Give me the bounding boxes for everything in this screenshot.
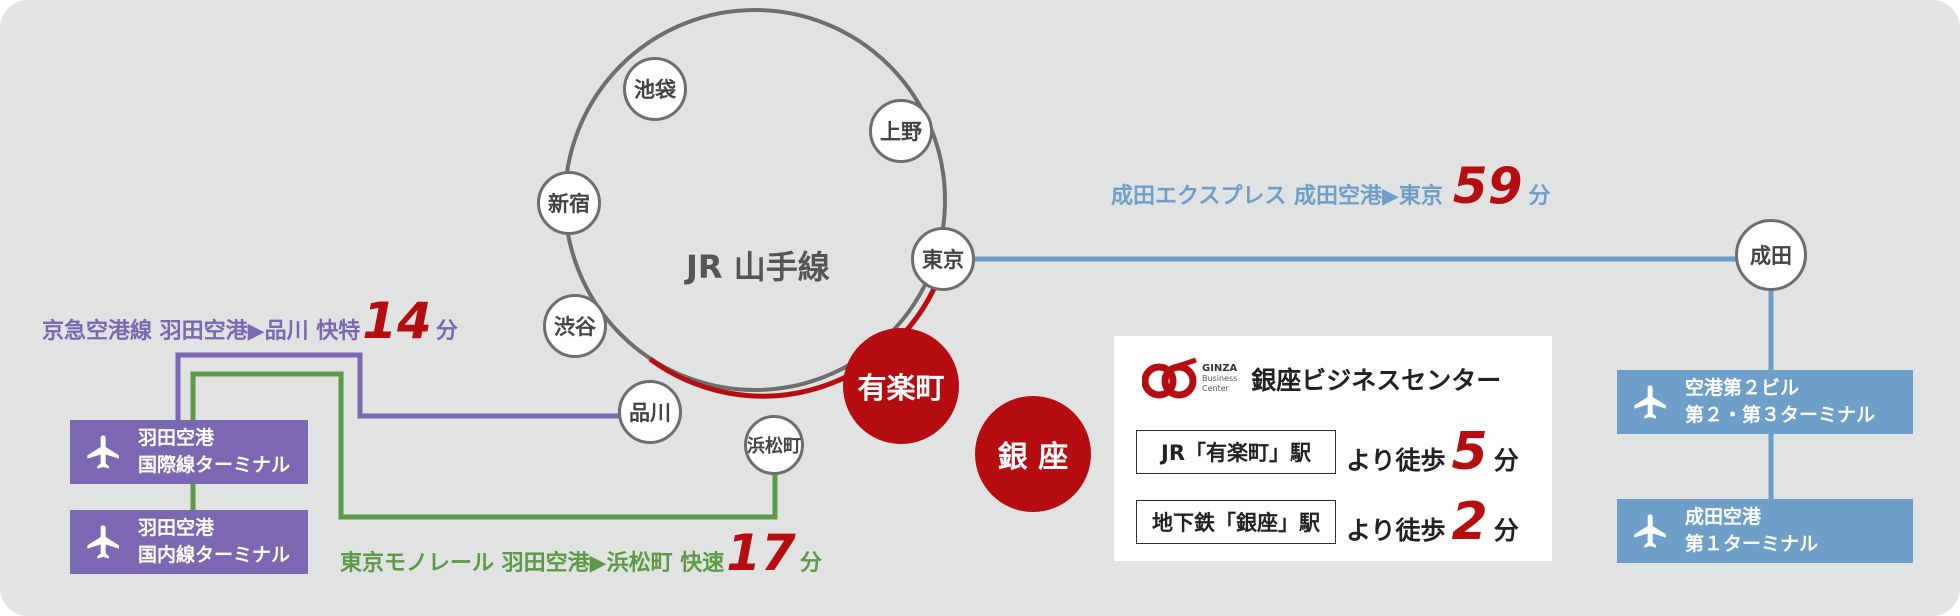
company-name: 銀座ビジネスセンター bbox=[1251, 366, 1502, 395]
ginza-marker: 銀 座 bbox=[975, 396, 1091, 512]
terminal-subname: 国内線ターミナル bbox=[138, 544, 291, 566]
station-shinagawa: 品川 bbox=[618, 380, 682, 444]
company-header: GINZA Business Center 銀座ビジネスセンター bbox=[1141, 356, 1502, 402]
walk-minutes: 2 bbox=[1451, 492, 1488, 552]
station-shibuya: 渋谷 bbox=[543, 294, 607, 358]
walk-minutes: 5 bbox=[1451, 422, 1488, 482]
logo-word: GINZA bbox=[1202, 363, 1238, 374]
monorail-route-text: 東京モノレール 羽田空港▶浜松町 快速 bbox=[340, 551, 725, 576]
monorail-route-label: 東京モノレール 羽田空港▶浜松町 快速 17 分 bbox=[340, 524, 822, 582]
monorail-minutes-unit: 分 bbox=[799, 551, 822, 576]
airplane-icon bbox=[1617, 382, 1685, 422]
access-row-yurakucho: JR「有楽町」駅 より徒歩 5 分 bbox=[1136, 422, 1519, 482]
walk-time: より徒歩 5 分 bbox=[1346, 422, 1519, 482]
terminal-name: 羽田空港 bbox=[138, 427, 215, 449]
nex-route-text: 成田エクスプレス 成田空港▶東京 bbox=[1111, 184, 1443, 209]
station-ueno: 上野 bbox=[869, 99, 933, 163]
monorail-minutes: 17 bbox=[726, 524, 796, 582]
terminal-subname: 第２・第３ターミナル bbox=[1685, 404, 1876, 426]
info-card: GINZA Business Center 銀座ビジネスセンター JR「有楽町」… bbox=[1114, 336, 1552, 561]
terminal-narita-1: 成田空港 第１ターミナル bbox=[1617, 499, 1913, 563]
station-tokyo: 東京 bbox=[911, 227, 975, 291]
terminal-haneda-international: 羽田空港 国際線ターミナル bbox=[70, 420, 308, 484]
station-narita: 成田 bbox=[1735, 219, 1807, 291]
station-box: 地下鉄「銀座」駅 bbox=[1136, 500, 1336, 544]
walk-unit: 分 bbox=[1493, 446, 1519, 475]
logo-sub1: Business bbox=[1202, 374, 1238, 383]
logo-sub2: Center bbox=[1202, 384, 1229, 393]
airplane-icon bbox=[70, 432, 138, 472]
terminal-haneda-domestic: 羽田空港 国内線ターミナル bbox=[70, 510, 308, 574]
keikyu-minutes: 14 bbox=[362, 292, 432, 350]
station-hamamatsucho: 浜松町 bbox=[744, 415, 804, 475]
terminal-subname: 国際線ターミナル bbox=[138, 454, 291, 476]
nex-minutes-unit: 分 bbox=[1528, 184, 1551, 209]
walk-time: より徒歩 2 分 bbox=[1346, 492, 1519, 552]
monorail-line bbox=[190, 371, 778, 520]
nex-minutes: 59 bbox=[1452, 157, 1523, 215]
company-logo-icon bbox=[1141, 356, 1198, 402]
keikyu-route-text: 京急空港線 羽田空港▶品川 快特 bbox=[42, 319, 361, 344]
walk-prefix: より徒歩 bbox=[1346, 516, 1446, 545]
walk-prefix: より徒歩 bbox=[1346, 446, 1446, 475]
station-yurakucho: 有楽町 bbox=[843, 328, 959, 444]
airplane-icon bbox=[1617, 511, 1685, 551]
keikyu-route-label: 京急空港線 羽田空港▶品川 快特 14 分 bbox=[42, 292, 458, 350]
station-ikebukuro: 池袋 bbox=[623, 57, 687, 121]
station-shinjuku: 新宿 bbox=[537, 171, 601, 235]
yamanote-line-label: JR 山手線 bbox=[686, 248, 830, 286]
keikyu-minutes-unit: 分 bbox=[435, 319, 458, 344]
walk-unit: 分 bbox=[1493, 516, 1519, 545]
terminal-name: 空港第２ビル bbox=[1685, 377, 1800, 399]
yamanote-red-segment bbox=[648, 259, 948, 399]
terminal-name: 成田空港 bbox=[1685, 506, 1762, 528]
keikyu-line bbox=[175, 352, 648, 420]
station-box: JR「有楽町」駅 bbox=[1136, 430, 1336, 474]
terminal-narita-2-3: 空港第２ビル 第２・第３ターミナル bbox=[1617, 370, 1913, 434]
company-logo-text: GINZA Business Center bbox=[1202, 364, 1237, 394]
access-row-ginza: 地下鉄「銀座」駅 より徒歩 2 分 bbox=[1136, 492, 1519, 552]
terminal-name: 羽田空港 bbox=[138, 517, 215, 539]
airplane-icon bbox=[70, 522, 138, 562]
nex-route-label: 成田エクスプレス 成田空港▶東京 59 分 bbox=[1111, 157, 1551, 215]
terminal-subname: 第１ターミナル bbox=[1685, 533, 1819, 555]
